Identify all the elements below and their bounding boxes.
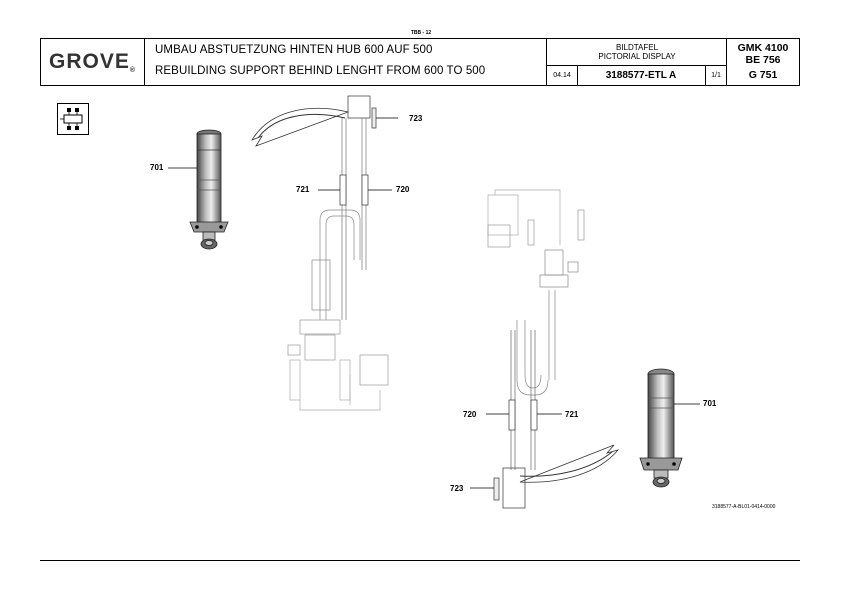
callout-723-top: 723	[409, 114, 423, 123]
title-block: GROVE® UMBAU ABSTUETZUNG HINTEN HUB 600 …	[40, 38, 800, 86]
grove-logo: GROVE®	[48, 50, 137, 74]
callout-721-bottom: 721	[565, 410, 579, 419]
callout-723-bottom: 723	[450, 484, 464, 493]
page-marker: TBB - 12	[410, 30, 432, 36]
outrigger-cylinder-701-bottom	[639, 368, 683, 488]
logo-cell: GROVE®	[41, 39, 145, 85]
part-number: 3188577-ETL A	[577, 66, 706, 85]
model-g: G 751	[748, 69, 778, 81]
display-cell: BILDTAFEL PICTORIAL DISPLAY 04.14 318857…	[547, 39, 727, 85]
title-cell: UMBAU ABSTUETZUNG HINTEN HUB 600 AUF 500…	[145, 39, 547, 85]
callout-720-top: 720	[396, 185, 410, 194]
document-reference: 3188577-A-BL01-0414-0000	[712, 504, 776, 510]
model-be: BE 756	[745, 54, 781, 66]
callout-701-bottom: 701	[703, 399, 717, 408]
sheet-number: 1/1	[711, 72, 721, 79]
title-german: UMBAU ABSTUETZUNG HINTEN HUB 600 AUF 500	[155, 44, 433, 56]
display-label-german: BILDTAFEL	[615, 43, 659, 52]
hydraulic-symbol-icon	[57, 103, 89, 135]
callout-721-top: 721	[296, 185, 310, 194]
title-english: REBUILDING SUPPORT BEHIND LENGHT FROM 60…	[155, 65, 486, 77]
document-info-row: 04.14 3188577-ETL A 1/1	[547, 65, 727, 86]
issue-date: 04.14	[547, 66, 578, 85]
models-cell: GMK 4100 BE 756 G 751	[727, 39, 799, 85]
callout-701-top: 701	[150, 163, 164, 172]
model-gmk: GMK 4100	[737, 42, 789, 54]
outrigger-cylinder-701-top	[189, 129, 229, 250]
bottom-rule	[40, 560, 800, 561]
display-label-english: PICTORIAL DISPLAY	[598, 52, 676, 61]
callout-720-bottom: 720	[463, 410, 477, 419]
